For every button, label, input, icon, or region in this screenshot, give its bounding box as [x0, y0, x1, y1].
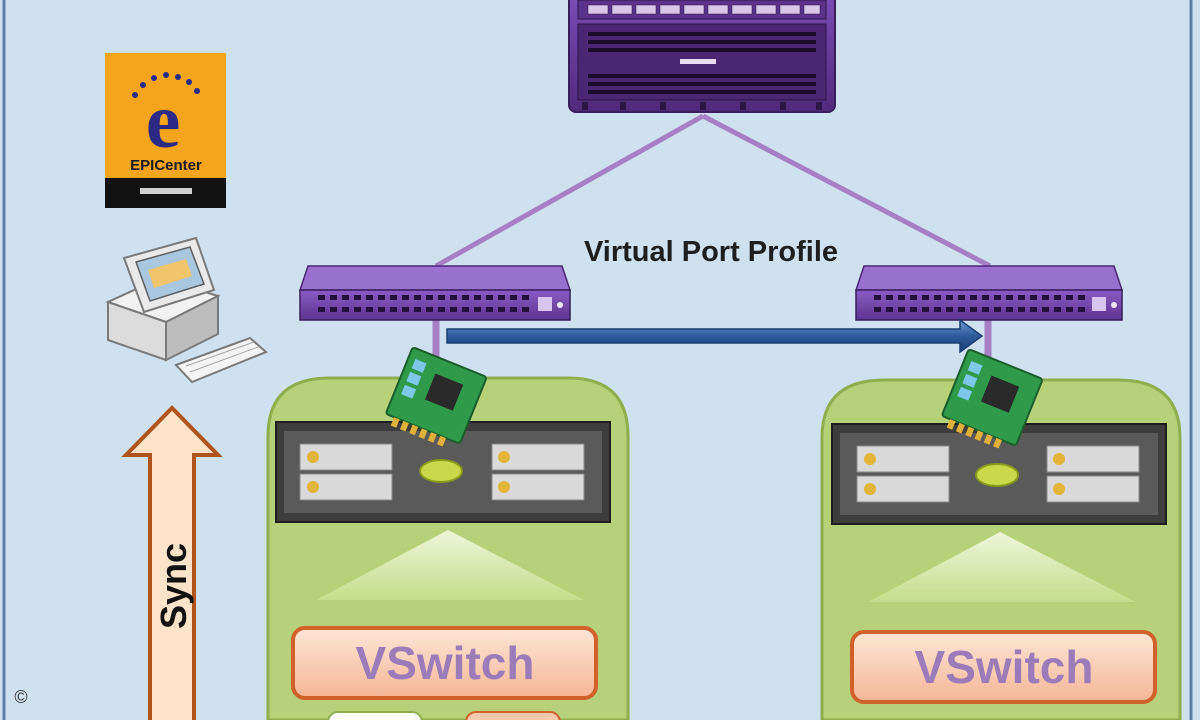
vswitch-box-left	[291, 626, 598, 700]
logo-name: EPICenter	[130, 157, 202, 174]
server-host-left: VSwitch	[266, 346, 630, 720]
edge-switch-right-icon	[854, 265, 1124, 321]
vm-fan-right	[868, 532, 1136, 602]
vm-slot-left-b	[465, 711, 561, 720]
uplink-right	[701, 113, 992, 269]
server-chassis-icon	[275, 421, 611, 523]
epicenter-logo: e EPICenter	[105, 53, 226, 208]
uplink-left	[434, 113, 705, 269]
computer-workstation-icon	[105, 236, 268, 384]
vswitch-box-right	[850, 630, 1157, 704]
virtual-port-profile-label: Virtual Port Profile	[584, 236, 838, 268]
edge-switch-left-icon	[298, 265, 572, 321]
core-switch-chassis-icon	[568, 0, 836, 113]
network-card-icon	[941, 348, 1043, 449]
sync-arrow	[121, 405, 223, 720]
server-host-right: VSwitch	[820, 348, 1182, 720]
vswitch-label-right: VSwitch	[915, 641, 1094, 693]
vm-slot-left-a	[327, 711, 423, 720]
sync-label: Sync	[153, 543, 194, 629]
vm-fan-left	[316, 530, 584, 600]
network-card-icon	[385, 346, 487, 447]
vswitch-label-left: VSwitch	[356, 637, 535, 689]
logo-letter: e	[146, 77, 181, 164]
copyright-mark: ©	[14, 687, 27, 707]
migration-arrow	[446, 318, 984, 354]
